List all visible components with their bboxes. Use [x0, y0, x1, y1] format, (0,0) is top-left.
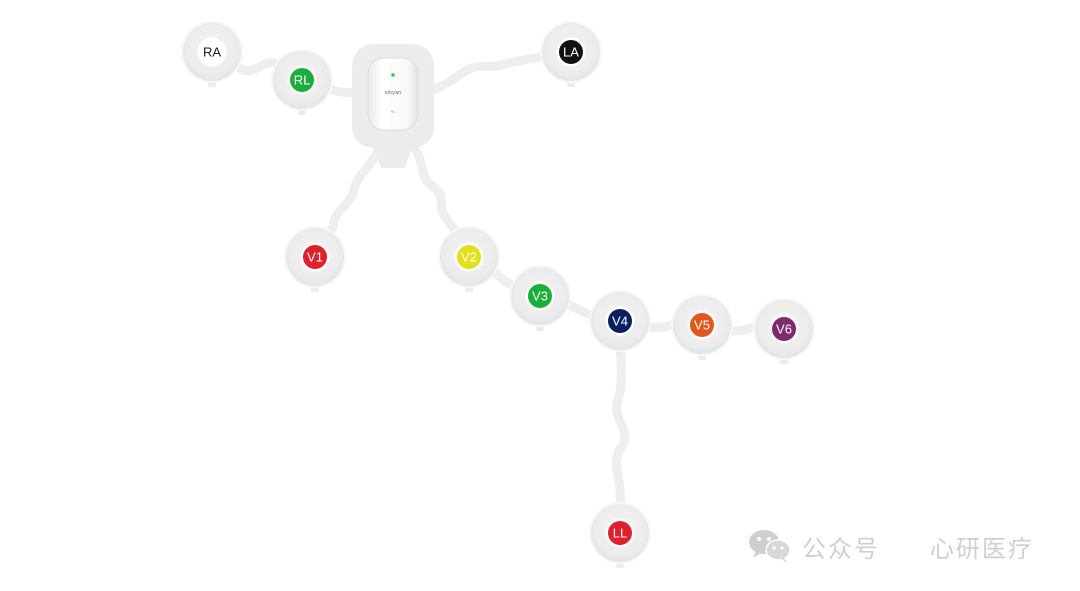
electrode-label: RA [203, 45, 221, 60]
electrode-color-dot [200, 40, 224, 64]
electrode-label: RL [294, 73, 311, 88]
electrode-color-dot [457, 245, 481, 269]
electrode-label: V3 [532, 289, 548, 304]
electrode-ra: RA [181, 21, 243, 87]
electrode-label: V1 [307, 250, 323, 265]
electrode-color-dot [690, 313, 714, 337]
electrode-color-dot [608, 521, 632, 545]
watermark: 公众号 心研医疗 [748, 528, 1034, 564]
electrode-v1: V1 [284, 226, 346, 292]
electrode-v6: V6 [753, 298, 815, 364]
electrode-rl: RL [271, 49, 333, 115]
electrode-v3: V3 [509, 265, 571, 331]
electrode-label: V5 [694, 318, 710, 333]
device-model: YL [391, 110, 395, 114]
electrode-label: V6 [776, 322, 792, 337]
status-led-icon [391, 73, 395, 77]
electrode-v5: V5 [671, 294, 733, 360]
wechat-icon [749, 530, 791, 563]
electrode-label: V4 [612, 314, 628, 329]
electrode-label: LL [613, 526, 627, 541]
device-brand: xinyan [385, 90, 402, 96]
electrode-color-dot [290, 68, 314, 92]
electrode-color-dot [772, 317, 796, 341]
electrode-v2: V2 [438, 226, 500, 292]
wire-la-device [423, 47, 576, 97]
electrode-la: LA [540, 21, 602, 87]
holter-device: xinyan YL [352, 44, 434, 168]
electrode-label: LA [563, 45, 579, 60]
electrode-label: V2 [461, 250, 477, 265]
wire-harness [207, 47, 789, 538]
device-body [367, 57, 419, 131]
watermark-name: 心研医疗 [930, 534, 1034, 563]
electrode-color-dot [303, 245, 327, 269]
electrode-ll: LL [589, 502, 651, 568]
electrode-color-dot [559, 40, 583, 64]
electrode-v4: V4 [589, 290, 651, 356]
electrode-color-dot [608, 309, 632, 333]
electrode-color-dot [528, 284, 552, 308]
watermark-channel: 公众号 [802, 534, 880, 563]
